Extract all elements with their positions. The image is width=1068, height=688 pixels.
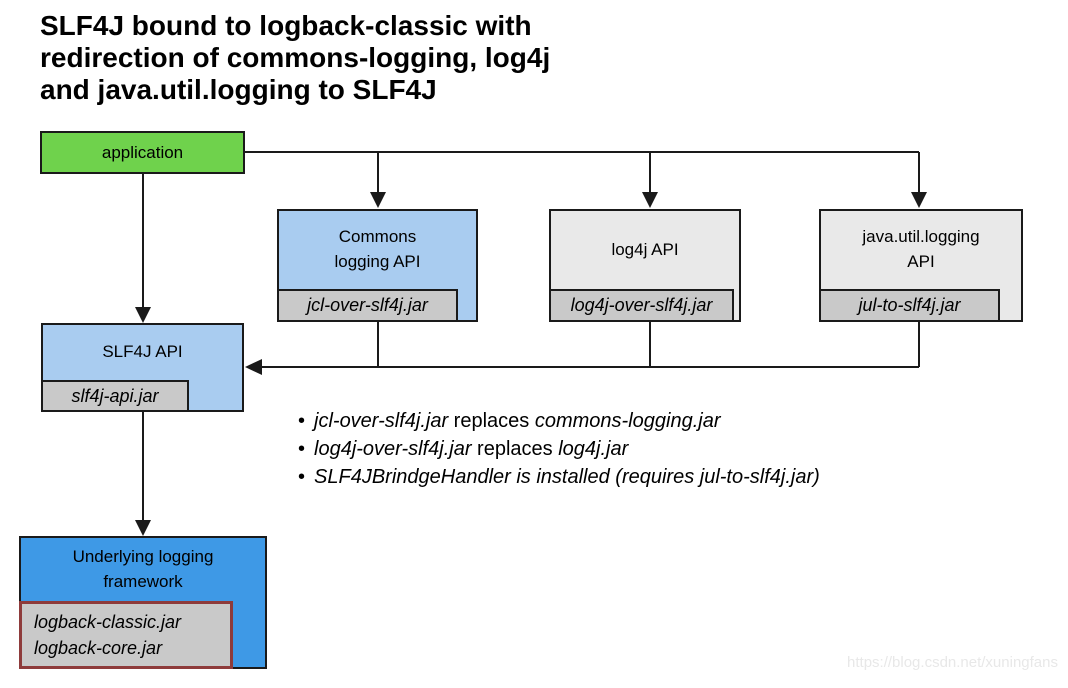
title-line-3: and java.util.logging to SLF4J [40, 74, 437, 105]
arrow-application-to-slf4j [135, 174, 151, 323]
arrow-apis-to-slf4j [245, 322, 920, 375]
slf4j-api-label: SLF4J API [102, 342, 183, 361]
log4j-api-node: log4j API log4j-over-slf4j.jar [549, 209, 741, 322]
arrow-application-to-apis [245, 151, 927, 208]
watermark-url: https://blog.csdn.net/xuningfans [847, 654, 1058, 671]
slf4j-api-jar-chip: slf4j-api.jar [41, 380, 189, 412]
bullet-icon: • [298, 466, 306, 488]
note-log4j: •log4j-over-slf4j.jar replaces log4j.jar [298, 438, 629, 460]
note-jcl: •jcl-over-slf4j.jar replaces commons-log… [298, 410, 721, 432]
arrow-slf4j-to-framework [135, 412, 151, 536]
log4j-over-slf4j-jar-chip: log4j-over-slf4j.jar [549, 289, 734, 322]
commons-logging-api-label: Commons logging API [334, 227, 421, 271]
title-line-1: SLF4J bound to logback-classic with [40, 10, 532, 41]
slf4j-api-node: SLF4J API slf4j-api.jar [41, 323, 244, 412]
application-label: application [101, 142, 184, 162]
commons-logging-api-node: Commons logging API jcl-over-slf4j.jar [277, 209, 478, 322]
note-jul: •SLF4JBrindgeHandler is installed (requi… [298, 466, 820, 488]
java-util-logging-api-node: java.util.logging API jul-to-slf4j.jar [819, 209, 1023, 322]
java-util-logging-api-label: java.util.logging API [862, 227, 980, 271]
log4j-api-label: log4j API [611, 239, 679, 259]
diagram-title: SLF4J bound to logback-classic with redi… [40, 10, 550, 106]
underlying-framework-node: Underlying logging framework logback-cla… [19, 536, 267, 669]
underlying-framework-label: Underlying logging framework [72, 546, 214, 591]
notes-list: •jcl-over-slf4j.jar replaces commons-log… [298, 407, 820, 491]
application-node: application [40, 131, 245, 174]
title-line-2: redirection of commons-logging, log4j [40, 42, 551, 73]
bullet-icon: • [298, 438, 306, 460]
jul-to-slf4j-jar-chip: jul-to-slf4j.jar [819, 289, 1000, 322]
jcl-over-slf4j-jar-chip: jcl-over-slf4j.jar [277, 289, 458, 322]
bullet-icon: • [298, 410, 306, 432]
logback-jars-chip: logback-classic.jar logback-core.jar [19, 601, 233, 669]
